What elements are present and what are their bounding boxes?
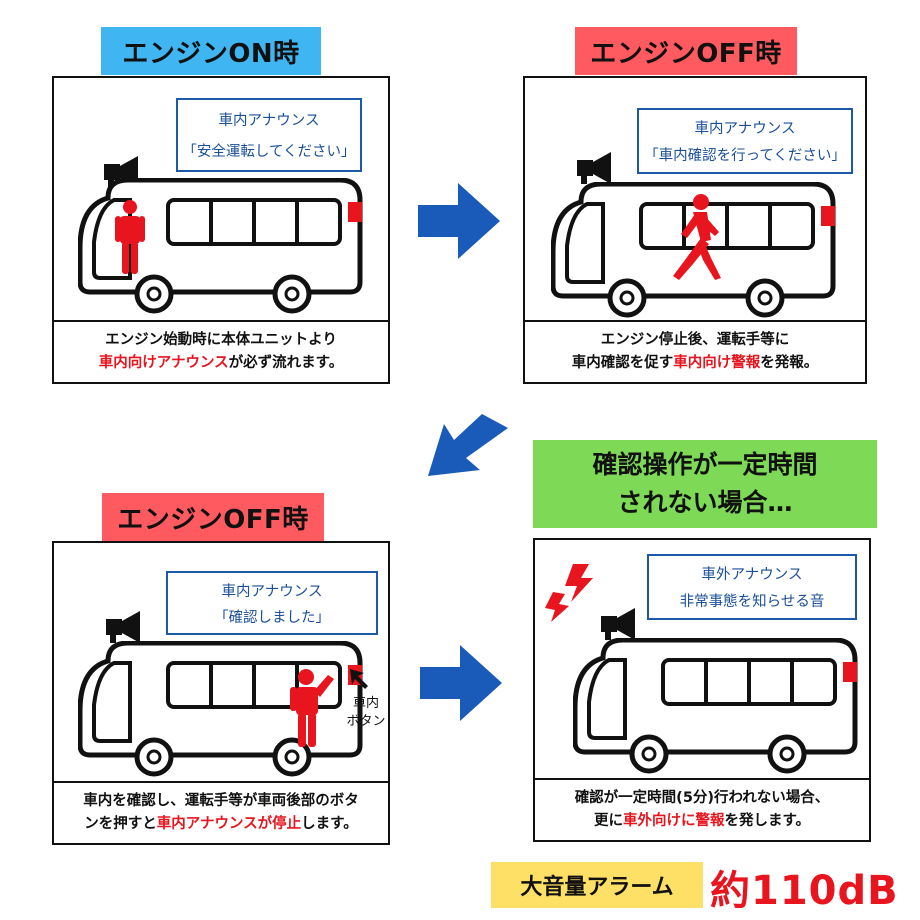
caption-line-2: 車内確認を促す車内向け警報を発報。: [572, 352, 819, 375]
panel-engine-on: 車内アナウンス 「安全運転してください」 エンジン始動時に本体ユニットより 車内…: [52, 76, 390, 384]
banner-line-2: されない場合…: [617, 488, 793, 517]
banner-line-1: 確認操作が一定時間: [592, 450, 818, 479]
bus-icon: [573, 638, 863, 778]
caption-rest: します。: [301, 816, 358, 832]
tag-engine-off: エンジンOFF時: [102, 493, 324, 541]
caption: 確認が一定時間(5分)行われない場合、 更に車外向けに警報を発します。: [535, 778, 869, 840]
caption-highlight: 車内アナウンスが停止: [156, 816, 302, 832]
announce-text: 「車内確認を行ってください」: [644, 148, 846, 164]
caption-highlight: 車内向けアナウンス: [98, 355, 229, 371]
caption-line-1: 確認が一定時間(5分)行われない場合、: [574, 790, 830, 806]
announce-text: 「安全運転してください」: [182, 144, 356, 160]
caption-line-1: エンジン停止後、運転手等に: [600, 332, 790, 348]
person-pressing-button-icon: [290, 669, 334, 747]
panel-engine-off-2: 車内アナウンス 「確認しました」 車内 ボタン 車内を確認し、運転手等が車両後部…: [52, 541, 390, 845]
announce-text: 「確認しました」: [214, 609, 330, 626]
interior-button-label: 車内 ボタン: [344, 695, 388, 731]
loudspeaker-icon: [601, 608, 635, 640]
announce-box-outside: 車外アナウンス 非常事態を知らせる音: [647, 554, 857, 620]
announce-box-inside: 車内アナウンス 「車内確認を行ってください」: [637, 108, 853, 174]
caption-pre: ンを押すと: [84, 816, 157, 832]
flow-arrow-icon: [418, 183, 500, 259]
caption: エンジン始動時に本体ユニットより 車内向けアナウンスが必ず流れます。: [54, 320, 388, 382]
condition-banner: 確認操作が一定時間 されない場合…: [533, 440, 877, 528]
lightning-alert-icon: [545, 564, 593, 622]
announce-text: 非常事態を知らせる音: [679, 594, 825, 610]
caption-line-2: ンを押すと車内アナウンスが停止します。: [84, 813, 357, 836]
caption: 車内を確認し、運転手等が車両後部のボタ ンを押すと車内アナウンスが停止します。: [54, 781, 388, 843]
caption-line-2: 車内向けアナウンスが必ず流れます。: [99, 352, 343, 375]
person-standing-icon: [115, 200, 145, 274]
caption-highlight: 車外向けに警報: [622, 813, 725, 829]
announce-title: 車内アナウンス: [218, 113, 320, 129]
caption-pre: 更に: [593, 813, 623, 829]
announce-box-inside: 車内アナウンス 「確認しました」: [166, 571, 378, 635]
button-label-line-1: 車内: [352, 696, 379, 711]
caption-rest: を発します。: [724, 813, 811, 829]
announce-title: 車外アナウンス: [701, 567, 803, 583]
caption-rest: を発報。: [760, 355, 819, 371]
button-label-line-2: ボタン: [346, 714, 386, 729]
loudspeaker-icon: [106, 611, 140, 643]
caption-line-1: 車内を確認し、運転手等が車両後部のボタ: [83, 793, 359, 809]
bus-icon: [551, 182, 841, 322]
caption-pre: 車内確認を促す: [571, 355, 674, 371]
announce-title: 車内アナウンス: [694, 121, 796, 137]
panel-engine-off-1: 車内アナウンス 「車内確認を行ってください」 エンジン停止後、運転手等に 車内確…: [523, 76, 867, 384]
flow-arrow-icon: [420, 645, 502, 721]
panel-exterior-alarm: 車外アナウンス 非常事態を知らせる音 確認が一定時間(5分)行われない場合、 更…: [533, 538, 871, 842]
announce-box-inside: 車内アナウンス 「安全運転してください」: [176, 98, 362, 172]
caption-line-2: 更に車外向けに警報を発します。: [594, 810, 810, 833]
alarm-value: 約110dB: [710, 868, 899, 914]
flow-arrow-icon: [428, 414, 508, 476]
bus-icon: [78, 178, 368, 318]
tag-engine-on: エンジンON時: [101, 27, 321, 75]
caption-highlight: 車内向け警報: [673, 355, 761, 371]
tag-engine-off: エンジンOFF時: [575, 27, 797, 75]
caption-line-1: エンジン始動時に本体ユニットより: [105, 332, 337, 348]
person-walking-icon: [673, 194, 721, 280]
cursor-arrow-icon: [350, 669, 368, 689]
caption: エンジン停止後、運転手等に 車内確認を促す車内向け警報を発報。: [525, 320, 865, 382]
announce-title: 車内アナウンス: [221, 583, 323, 600]
caption-rest: が必ず流れます。: [228, 355, 344, 371]
loudspeaker-icon: [577, 152, 611, 184]
alarm-label: 大音量アラーム: [491, 862, 703, 908]
